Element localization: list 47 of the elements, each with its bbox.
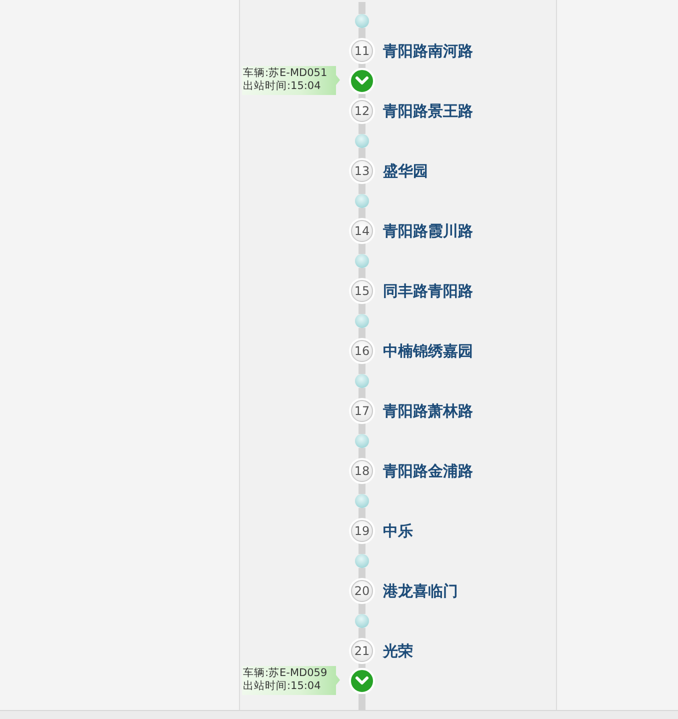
track-line: [358, 328, 366, 340]
track-line: [358, 208, 366, 220]
track-line: [358, 242, 366, 254]
track-line: [358, 448, 366, 460]
station-number: 14: [351, 220, 373, 242]
track-line: [358, 388, 366, 400]
station-name: 光荣: [383, 641, 413, 661]
station-name: 青阳路南河路: [383, 41, 473, 61]
station-name: 中乐: [383, 521, 413, 541]
track-line: [358, 568, 366, 580]
tag-text: 出站时间:15:04: [243, 680, 321, 693]
station-name: 同丰路青阳路: [383, 281, 473, 301]
tag-text: 车辆:苏E-MD051: [243, 67, 328, 80]
track-line: [358, 602, 366, 614]
track-line: [358, 302, 366, 314]
track-line: [358, 482, 366, 494]
station-name: 青阳路金浦路: [383, 461, 473, 481]
track-line: [358, 148, 366, 160]
station-number: 15: [351, 280, 373, 302]
station-number: 19: [351, 520, 373, 542]
station-number: 11: [351, 40, 373, 62]
station-number: 18: [351, 460, 373, 482]
track-line: [358, 628, 366, 640]
station-name: 青阳路霞川路: [383, 221, 473, 241]
track-line: [358, 362, 366, 374]
station-number: 13: [351, 160, 373, 182]
track-line: [358, 508, 366, 520]
station-name: 中楠锦绣嘉园: [383, 341, 473, 361]
station-number: 16: [351, 340, 373, 362]
station-name: 盛华园: [383, 161, 428, 181]
station-name: 青阳路景王路: [383, 101, 473, 121]
track-line: [358, 268, 366, 280]
station-name: 青阳路萧林路: [383, 401, 473, 421]
station-number: 17: [351, 400, 373, 422]
track-line: [358, 182, 366, 194]
track-line: [358, 122, 366, 134]
track-line: [358, 422, 366, 434]
track-line: [358, 28, 366, 40]
station-number: 20: [351, 580, 373, 602]
station-number: 21: [351, 640, 373, 662]
station-number: 12: [351, 100, 373, 122]
tag-text: 出站时间:15:04: [243, 80, 321, 93]
tag-text: 车辆:苏E-MD059: [243, 667, 328, 680]
track-line: [358, 2, 366, 14]
track-line: [358, 542, 366, 554]
station-name: 港龙喜临门: [383, 581, 458, 601]
track-line: [358, 694, 366, 710]
